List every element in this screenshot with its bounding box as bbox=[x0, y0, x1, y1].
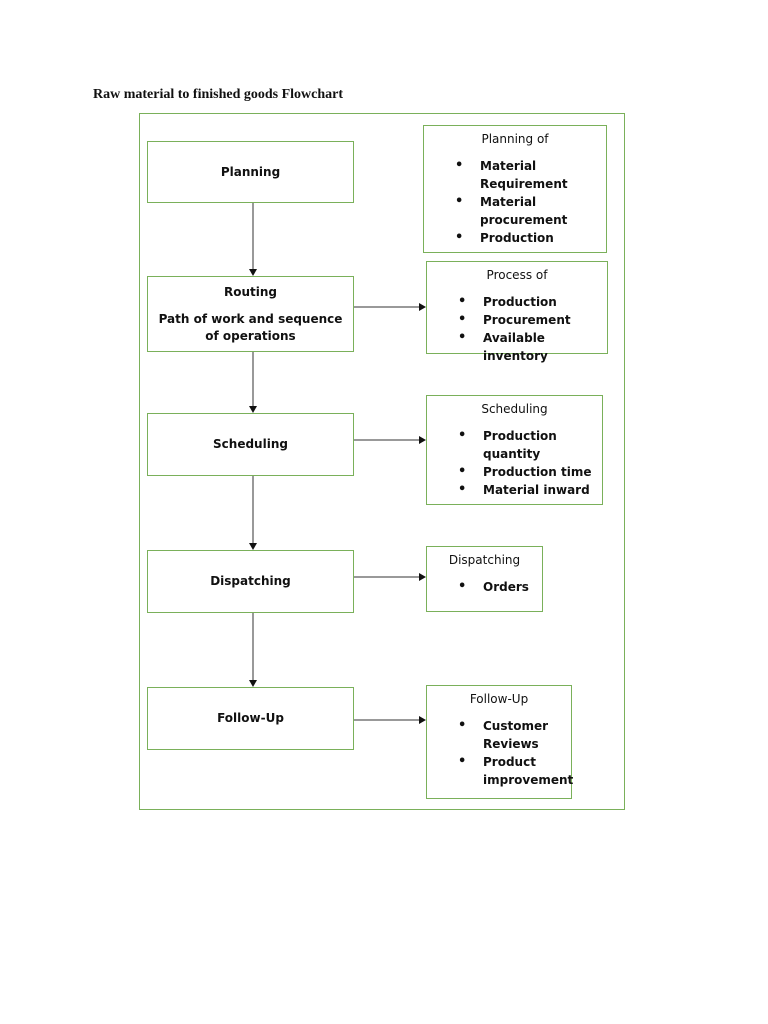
step-dispatching: Dispatching bbox=[147, 550, 354, 613]
flowchart-frame bbox=[139, 113, 625, 810]
arrow-scheduling-to-note bbox=[419, 436, 426, 444]
step-label: Follow-Up bbox=[217, 711, 284, 725]
arrow-routing-to-scheduling bbox=[249, 406, 257, 413]
arrow-routing-to-note bbox=[419, 303, 426, 311]
step-label: Dispatching bbox=[210, 574, 291, 588]
list-item: Product improvement bbox=[427, 753, 573, 789]
note-title: Process of bbox=[486, 268, 548, 282]
list-item: Production bbox=[427, 293, 607, 311]
step-routing: Routing Path of work and sequence of ope… bbox=[147, 276, 354, 352]
step-scheduling: Scheduling bbox=[147, 413, 354, 476]
note-routing: Process of Production Procurement Availa… bbox=[426, 261, 608, 363]
list-item: Customer Reviews bbox=[427, 717, 571, 753]
note-list: Production Procurement Available invento… bbox=[427, 293, 607, 365]
list-item: Material procurement bbox=[424, 193, 606, 229]
list-item: Material Requirement bbox=[424, 157, 606, 193]
note-title: Scheduling bbox=[481, 402, 548, 416]
note-list: Production quantity Production time Mate… bbox=[427, 427, 602, 499]
step-follow-up: Follow-Up bbox=[147, 687, 354, 750]
list-item: Orders bbox=[427, 578, 542, 596]
list-item: Available inventory bbox=[427, 329, 607, 365]
note-scheduling: Scheduling Production quantity Productio… bbox=[426, 395, 603, 505]
note-list: Customer Reviews Product improvement bbox=[427, 717, 573, 789]
note-list: Orders bbox=[427, 578, 542, 596]
note-planning: Planning of Material Requirement Materia… bbox=[423, 125, 607, 253]
list-item: Production time bbox=[427, 463, 602, 481]
step-planning: Planning bbox=[147, 141, 354, 203]
note-title: Planning of bbox=[481, 132, 549, 146]
arrow-dispatching-to-followup bbox=[249, 680, 257, 687]
note-list: Material Requirement Material procuremen… bbox=[424, 157, 606, 247]
step-label: Scheduling bbox=[213, 437, 288, 451]
note-title: Dispatching bbox=[448, 553, 521, 567]
step-label: Routing bbox=[223, 284, 277, 299]
list-item: Production quantity bbox=[427, 427, 602, 463]
step-label: Planning bbox=[220, 164, 281, 179]
arrow-planning-to-routing bbox=[249, 269, 257, 276]
step-sublabel: Path of work and sequence of operations bbox=[158, 311, 343, 343]
note-dispatching: Dispatching Orders bbox=[426, 546, 543, 612]
list-item: Procurement bbox=[427, 311, 607, 329]
list-item: Production bbox=[424, 229, 606, 247]
arrow-scheduling-to-dispatching bbox=[249, 543, 257, 550]
arrow-dispatching-to-note bbox=[419, 573, 426, 581]
note-follow-up: Follow-Up Customer Reviews Product impro… bbox=[426, 685, 573, 799]
list-item: Material inward bbox=[427, 481, 602, 499]
note-title: Follow-Up bbox=[469, 692, 529, 706]
page-title: Raw material to finished goods Flowchart bbox=[93, 87, 344, 102]
arrow-followup-to-note bbox=[419, 716, 426, 724]
